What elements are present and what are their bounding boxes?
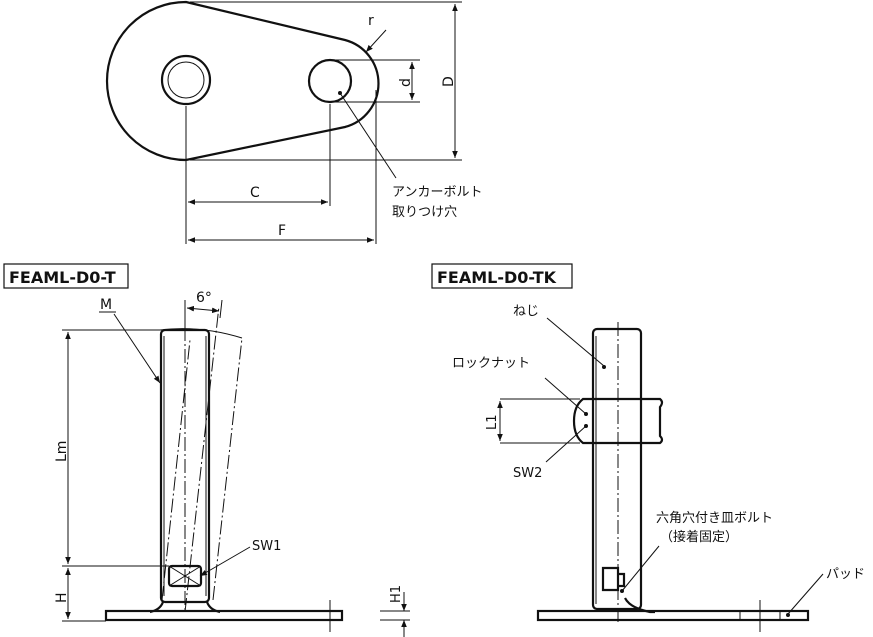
left-view-title: FEAML-D0-T bbox=[9, 268, 116, 287]
flange-outline bbox=[105, 0, 380, 162]
right-view-title: FEAML-D0-TK bbox=[437, 268, 557, 287]
label-H1: H1 bbox=[389, 585, 404, 603]
label-L1: L1 bbox=[485, 414, 500, 430]
label-bolt-note: （接着固定） bbox=[660, 529, 738, 545]
label-M: M bbox=[100, 297, 112, 313]
label-screw: ねじ bbox=[513, 304, 539, 319]
label-bolt: 六角穴付き皿ボルト bbox=[656, 511, 773, 526]
label-r: r bbox=[368, 13, 374, 29]
label-pad: パッド bbox=[826, 567, 865, 582]
label-SW1: SW1 bbox=[252, 539, 281, 554]
label-C: C bbox=[250, 185, 260, 201]
label-D: D bbox=[441, 76, 457, 87]
dim-r bbox=[365, 29, 387, 53]
anchor-hole bbox=[307, 58, 353, 104]
label-angle: 6° bbox=[196, 290, 212, 306]
label-d: d bbox=[398, 78, 414, 87]
anchor-hole-label-2: 取りつけ穴 bbox=[392, 205, 457, 220]
left-view: FEAML-D0-T Lm H 6° M SW1 H1 bbox=[3, 263, 410, 637]
pad-plate bbox=[536, 609, 810, 622]
base-plate bbox=[104, 609, 344, 622]
label-locknut: ロックナット bbox=[452, 356, 530, 371]
center-hole bbox=[160, 54, 212, 106]
screw-bolt bbox=[591, 327, 643, 611]
label-SW2: SW2 bbox=[513, 466, 542, 481]
label-F: F bbox=[278, 223, 286, 239]
label-H: H bbox=[54, 592, 70, 603]
center-hole-inner bbox=[167, 61, 205, 99]
label-Lm: Lm bbox=[54, 441, 70, 462]
anchor-hole-label-1: アンカーボルト bbox=[392, 185, 482, 200]
top-view: r d D C F アンカーボルト 取りつけ穴 bbox=[105, 0, 482, 244]
dim-angle bbox=[186, 305, 220, 314]
lock-nut bbox=[572, 397, 664, 445]
right-view: FEAML-D0-TK L1 ねじ ロックナット SW2 六角穴付き皿ボルト （… bbox=[431, 263, 865, 632]
